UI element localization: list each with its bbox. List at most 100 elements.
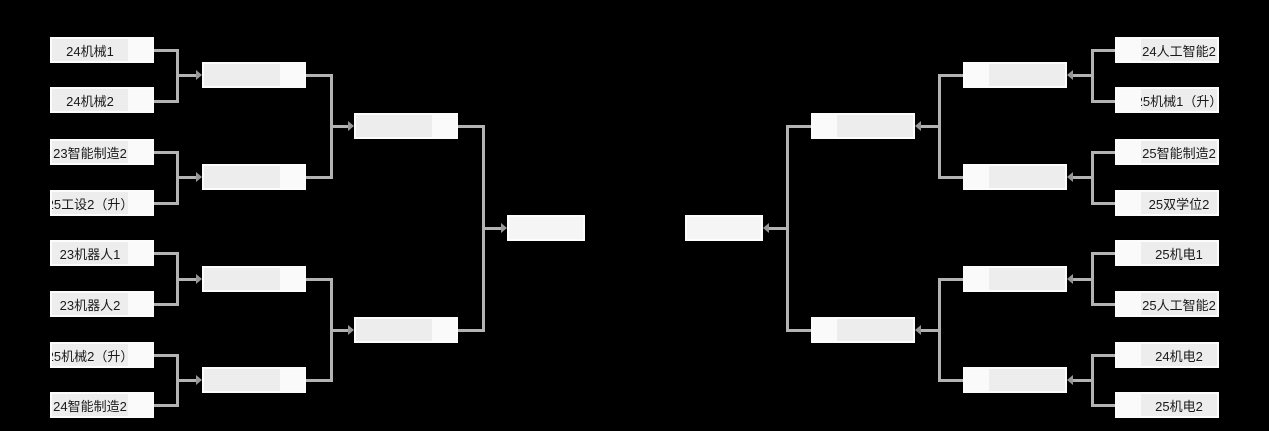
arrow-left-icon [915,121,921,131]
arrow-left-icon [1067,70,1073,80]
connector-line [921,125,938,128]
connector-line [179,176,197,179]
score-cell [1117,344,1141,366]
connector-line [179,379,197,382]
name-cell [989,64,1065,86]
name-cell [989,166,1065,188]
connector-elbow [1091,252,1115,306]
arrow-right-icon [348,121,354,131]
score-cell [965,369,989,391]
connector-line [333,125,349,128]
score-cell [1117,293,1141,315]
score-cell [965,166,989,188]
team-slot-right-1[interactable]: 24人工智能2 [1115,37,1219,63]
connector-line [1073,278,1091,281]
team-name: 24人工智能2 [1141,39,1217,61]
score-cell [1117,141,1141,163]
team-name: 25双学位2 [1141,192,1217,214]
arrow-right-icon [348,325,354,335]
round2-slot-left-3[interactable] [202,266,306,292]
connector-line [333,329,349,332]
semifinal-slot-right-2[interactable] [811,317,915,343]
arrow-right-icon [196,274,202,284]
score-cell [1117,192,1141,214]
score-cell [128,141,152,163]
name-cell [204,166,280,188]
round2-slot-left-4[interactable] [202,367,306,393]
connector-elbow [938,74,963,179]
team-name: 24机械2 [52,89,128,111]
round2-slot-left-2[interactable] [202,164,306,190]
team-slot-left-2[interactable]: 24机械2 [50,87,154,113]
score-cell [813,115,837,137]
name-cell [989,369,1065,391]
connector-elbow [786,125,811,332]
team-slot-right-7[interactable]: 24机电2 [1115,342,1219,368]
connector-elbow [306,278,333,382]
semifinal-slot-left-1[interactable] [354,113,458,139]
score-cell [128,192,152,214]
arrow-right-icon [196,375,202,385]
team-slot-left-5[interactable]: 23机器人1 [50,240,154,266]
semifinal-slot-right-1[interactable] [811,113,915,139]
final-slot-right[interactable] [685,215,763,241]
arrow-right-icon [196,70,202,80]
connector-line [769,227,786,230]
round2-slot-right-4[interactable] [963,367,1067,393]
team-slot-left-8[interactable]: 24智能制造2 [50,392,154,418]
team-slot-right-6[interactable]: 25人工智能2 [1115,291,1219,317]
score-cell [1117,89,1141,111]
score-cell [128,89,152,111]
score-cell [280,166,304,188]
team-slot-right-8[interactable]: 25机电2 [1115,392,1219,418]
score-cell [128,293,152,315]
team-name: 25机电1 [1141,242,1217,264]
team-slot-left-6[interactable]: 23机器人2 [50,291,154,317]
name-cell [204,64,280,86]
score-cell [280,369,304,391]
team-name: 25人工智能2 [1141,293,1217,315]
score-cell [1117,242,1141,264]
team-name: 24机电2 [1141,344,1217,366]
connector-elbow [458,125,485,332]
round2-slot-right-2[interactable] [963,164,1067,190]
connector-elbow [306,74,333,179]
score-cell [1117,39,1141,61]
connector-elbow [154,49,179,103]
arrow-left-icon [763,223,769,233]
score-cell [813,319,837,341]
round2-slot-left-1[interactable] [202,62,306,88]
arrow-right-icon [196,172,202,182]
team-slot-left-1[interactable]: 24机械1 [50,37,154,63]
score-cell [280,64,304,86]
score-cell [965,268,989,290]
round2-slot-right-3[interactable] [963,266,1067,292]
score-cell [280,268,304,290]
team-name: 24智能制造2 [52,394,128,416]
connector-elbow [1091,354,1115,407]
name-cell [204,369,280,391]
connector-elbow [154,252,179,306]
round2-slot-right-1[interactable] [963,62,1067,88]
arrow-left-icon [915,325,921,335]
final-slot-left[interactable] [507,215,585,241]
connector-line [1073,176,1091,179]
team-name: 23智能制造2 [52,141,128,163]
score-cell [128,394,152,416]
arrow-left-icon [1067,274,1073,284]
score-cell [128,344,152,366]
score-cell [1117,394,1141,416]
connector-line [485,227,502,230]
semifinal-slot-left-2[interactable] [354,317,458,343]
team-slot-right-4[interactable]: 25双学位2 [1115,190,1219,216]
team-slot-right-3[interactable]: 25智能制造2 [1115,139,1219,165]
connector-elbow [938,278,963,382]
team-name: 25机电2 [1141,394,1217,416]
team-slot-left-3[interactable]: 23智能制造2 [50,139,154,165]
team-slot-right-5[interactable]: 25机电1 [1115,240,1219,266]
